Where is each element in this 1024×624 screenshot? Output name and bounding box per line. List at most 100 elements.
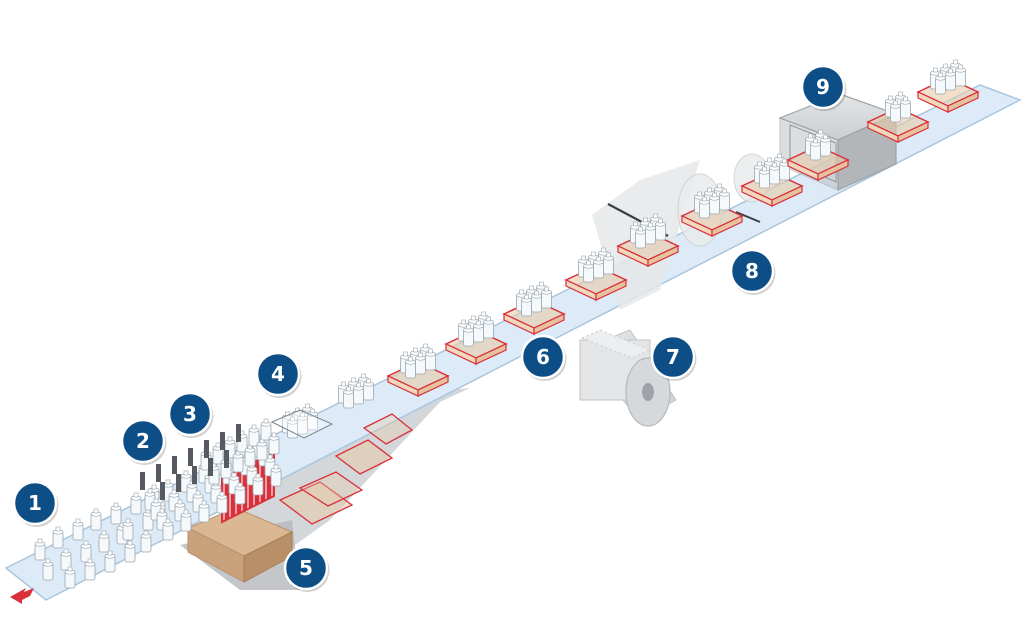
bottle [769, 162, 780, 185]
bottle [122, 518, 134, 541]
divider-finger [176, 474, 181, 492]
bottle [363, 378, 374, 401]
bottle [244, 444, 256, 467]
bottle [42, 558, 54, 581]
bottle [759, 166, 770, 189]
bottle [212, 442, 224, 465]
bottle [583, 260, 594, 283]
bottle [162, 518, 174, 541]
station-badge-5: 5 [283, 545, 330, 592]
station-badge-8: 8 [729, 248, 776, 295]
bottle [343, 386, 354, 409]
bottle [64, 566, 76, 589]
bottle [463, 324, 474, 347]
bottle [216, 491, 228, 514]
bottle [709, 192, 720, 215]
bottle [645, 222, 656, 245]
bottle [541, 286, 552, 309]
bottle [232, 450, 244, 473]
tray-folding-icon [520, 334, 566, 380]
bottle [531, 290, 542, 313]
bottle [890, 100, 901, 123]
station-badge-1: 1 [12, 480, 59, 527]
bottle [248, 424, 260, 447]
bottle [124, 540, 136, 563]
film-roll-icon [650, 334, 696, 380]
bottle [80, 540, 92, 563]
station-number: 6 [536, 345, 550, 369]
bottle [52, 526, 64, 549]
bottle [90, 508, 102, 531]
bottle [820, 134, 831, 157]
grouping-fingers [140, 424, 241, 500]
station-number: 5 [299, 556, 313, 580]
flow-arrow-icon [10, 588, 34, 604]
shrink-tunnel-icon [800, 64, 846, 110]
bottle [234, 482, 246, 505]
bottle [84, 558, 96, 581]
divider-finger [188, 448, 193, 466]
station-badge-4: 4 [255, 351, 302, 398]
station-number: 7 [666, 345, 680, 369]
film-wrap-icon [729, 248, 775, 294]
divider-finger [204, 440, 209, 458]
bottle [72, 518, 84, 541]
station-number: 1 [28, 491, 42, 515]
bottle [198, 500, 210, 523]
bottle [483, 316, 494, 339]
bottle [34, 538, 46, 561]
flat-tray-blanks [278, 413, 414, 525]
bottle [810, 138, 821, 161]
bottle [955, 64, 966, 87]
bottle [60, 548, 72, 571]
bottle [104, 550, 116, 573]
divider-finger [192, 466, 197, 484]
bottle-infeed-icon [12, 480, 58, 526]
station-badge-9: 9 [800, 64, 847, 111]
station-badge-6: 6 [520, 334, 567, 381]
bottle [655, 218, 666, 241]
divider-finger [156, 464, 161, 482]
bottle [593, 256, 604, 279]
bottle [405, 356, 416, 379]
bottle-group-icon [255, 351, 301, 397]
bottle [425, 348, 436, 371]
station-badge-2: 2 [120, 418, 167, 465]
bottle [180, 509, 192, 532]
divider-finger [140, 472, 145, 490]
station-number: 9 [816, 75, 830, 99]
bottle [268, 432, 280, 455]
bottle [110, 502, 122, 525]
station-number: 3 [183, 402, 197, 426]
bottle [353, 382, 364, 405]
divider-finger [236, 424, 241, 442]
divider-finger [208, 458, 213, 476]
bottle [473, 320, 484, 343]
bottle [130, 492, 142, 515]
bottle [635, 226, 646, 249]
bottle [270, 464, 282, 487]
bottle [699, 196, 710, 219]
station-badge-3: 3 [167, 391, 214, 438]
divider-finger [224, 450, 229, 468]
bottle [260, 418, 272, 441]
bottle [779, 158, 790, 181]
divider-finger [220, 432, 225, 450]
product-groups [34, 59, 980, 589]
bottle [256, 438, 268, 461]
tray-magazine-icon [283, 545, 329, 591]
bottle [521, 294, 532, 317]
station-number: 8 [745, 259, 759, 283]
bottle [98, 530, 110, 553]
station-number: 4 [271, 362, 285, 386]
bottle [719, 188, 730, 211]
station-badge-7: 7 [650, 334, 697, 381]
grouping-box [270, 409, 334, 439]
divider-finger [172, 456, 177, 474]
divider-finger [160, 482, 165, 500]
grouping-fingers-icon [167, 391, 213, 437]
bottle [935, 72, 946, 95]
bottle [307, 408, 318, 431]
